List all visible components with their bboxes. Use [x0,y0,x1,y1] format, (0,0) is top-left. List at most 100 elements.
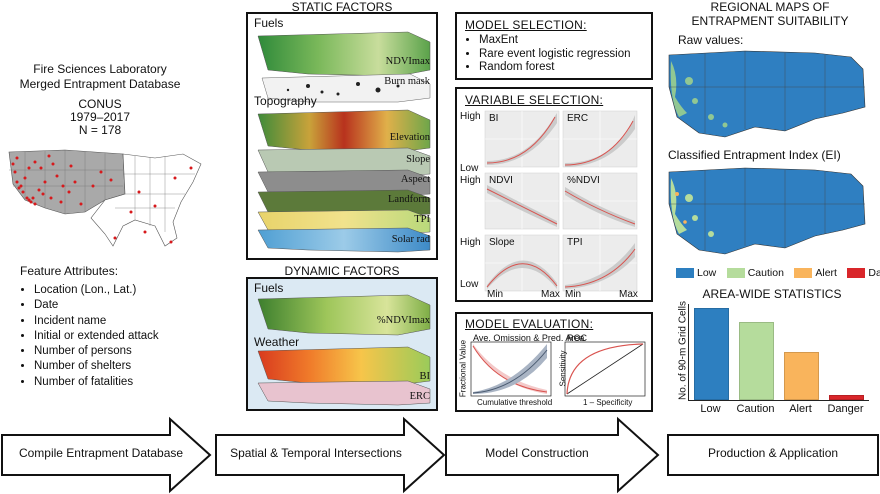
legend-swatch [726,268,745,279]
topography-label: Topography [254,94,317,108]
panel-label-erc: ERC [567,113,589,124]
workflow-box-4 [667,434,879,476]
bar-caution [738,321,775,400]
eval-right-ylabel: Sensitivity [558,350,568,387]
dynamic-factors-panel: Fuels %NDVImax Weather BI ERC [246,277,438,411]
legend-swatch [847,268,866,279]
feature-item: Number of persons [34,344,159,359]
category-label: Alert [789,403,812,415]
evaluation-plots [470,341,646,397]
workflow-step-model: Model Construction [485,446,589,460]
eval-left-xlabel: Cumulative threshold [477,398,553,407]
stats-title: AREA-WIDE STATISTICS [702,287,842,301]
workflow-step-compile: Compile Entrapment Database [18,446,184,460]
panel-label-pct-ndvi: %NDVI [567,175,600,186]
legend-item-caution: Caution [726,267,784,279]
conus-entrapment-map [8,149,202,247]
layer-label-bi: BI [419,371,431,382]
eval-right-xlabel: 1 – Specificity [583,398,633,407]
panel-label-tpi: TPI [567,237,583,248]
weather-label: Weather [254,335,300,349]
bar-low [693,308,730,400]
variable-selection-title: VARIABLE SELECTION: [465,93,604,107]
panel-label-ndvi: NDVI [489,175,513,186]
workflow-arrows [1,416,879,494]
layer-label-tpi: TPI [414,214,430,225]
feature-item: Number of shelters [34,359,159,374]
response-curves [484,110,638,292]
classified-ei-label: Classified Entrapment Index (EI) [668,148,841,162]
layer-label-burn-mask: Burn mask [384,76,430,87]
variable-selection-panel: VARIABLE SELECTION: High [455,87,653,302]
feature-item: Date [34,298,159,313]
y-low-label-1: Low [460,163,479,174]
x-max-label-2: Max [619,289,638,300]
stats-ylabel: No. of 90-m Grid Cells [677,301,689,400]
legend-item-low: Low [676,267,716,279]
y-high-label-3: High [460,237,481,248]
regional-title-line1: REGIONAL MAPS OF [710,0,830,14]
bar-danger [828,395,865,400]
legend-swatch [794,268,813,279]
bar-alert [783,352,820,400]
database-summary: CONUS 1979–2017 N = 178 [0,98,200,137]
eval-left-ylabel: Fractional Value [458,339,468,398]
layer-label-erc: ERC [409,391,430,402]
features-title: Feature Attributes: [20,264,119,278]
database-title: Fire Sciences Laboratory Merged Entrapme… [0,62,200,92]
layer-label-pct-ndvimax: %NDVImax [376,315,430,326]
dynamic-layer-stack [257,294,431,406]
feature-item: Location (Lon., Lat.) [34,283,159,298]
database-title-line1: Fire Sciences Laboratory [33,62,167,76]
raw-values-map [668,50,866,138]
model-item: MaxEnt [479,34,643,48]
workflow-arrow-3 [445,416,660,494]
layer-label-elevation: Elevation [389,132,430,143]
raw-values-label: Raw values: [678,33,744,47]
stats-bar-chart [688,304,869,401]
category-label: Low [700,403,721,415]
y-high-label-2: High [460,175,481,186]
feature-item: Initial or extended attack [34,329,159,344]
model-item: Rare event logistic regression [479,48,643,62]
model-selection-title: MODEL SELECTION: [465,18,587,32]
x-min-label-2: Min [565,289,582,300]
ei-legend: Low Caution Alert Danger [676,263,880,281]
years-label: 1979–2017 [69,110,131,124]
dynamic-factors-header: DYNAMIC FACTORS [284,264,400,278]
workflow-step-production: Production & Application [707,446,839,460]
layer-label-solar-rad: Solar rad [391,234,430,245]
feature-item: Incident name [34,314,159,329]
regional-maps-title: REGIONAL MAPS OF ENTRAPMENT SUITABILITY [660,0,880,28]
category-label: Caution [736,403,775,415]
legend-swatch [676,268,694,279]
model-item: Random forest [479,61,643,75]
model-evaluation-title: MODEL EVALUATION: [465,317,594,331]
x-max-label-1: Max [541,289,560,300]
feature-list: Location (Lon., Lat.) Date Incident name… [20,283,159,390]
feature-item: Number of fatalities [34,375,159,390]
model-evaluation-panel: MODEL EVALUATION: Ave. Omission & Pred. … [455,312,653,412]
dynamic-fuels-label: Fuels [254,281,284,295]
panel-label-bi: BI [489,113,499,124]
y-high-label-1: High [460,111,481,122]
layer-label-aspect: Aspect [400,174,430,185]
static-fuels-label: Fuels [254,16,284,30]
layer-label-ndvimax: NDVImax [385,56,430,67]
classified-ei-map [668,167,866,255]
static-factors-header: STATIC FACTORS [291,0,393,14]
workflow-arrow-1 [1,416,212,494]
category-label: Danger [827,403,864,415]
layer-label-landform: Landform [388,194,430,205]
count-label: N = 178 [78,123,122,137]
workflow-arrow-2 [215,416,446,494]
eval-right-title: ROC [567,333,587,343]
x-min-label-1: Min [487,289,504,300]
model-selection-panel: MODEL SELECTION: MaxEnt Rare event logis… [455,12,653,80]
workflow-step-intersections: Spatial & Temporal Intersections [230,446,402,460]
regional-title-line2: ENTRAPMENT SUITABILITY [691,14,849,28]
region-label: CONUS [78,97,122,111]
stats-category-labels: Low Caution Alert Danger [688,403,868,419]
y-low-label-3: Low [460,279,479,290]
static-factors-panel: Fuels NDVImax Burn mask Topography Eleva… [246,12,438,260]
